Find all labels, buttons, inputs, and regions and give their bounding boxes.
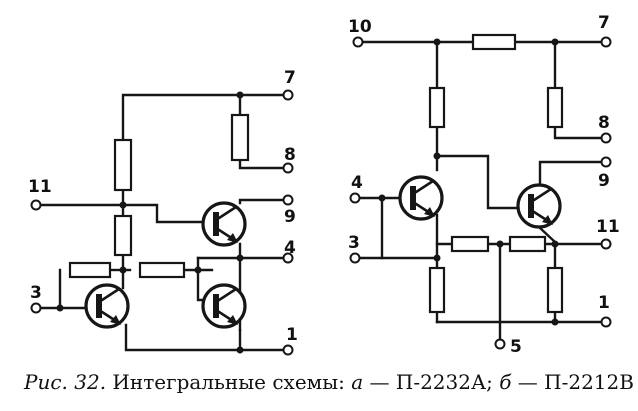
transistor-npn [400,177,442,219]
resistor [546,86,564,129]
pin-label: 11 [596,217,620,237]
terminal [494,338,506,350]
resistor [546,266,564,314]
caption-b-dash: — [511,370,545,394]
resistor [68,261,112,279]
resistor [113,214,133,257]
terminal [282,344,294,356]
terminal [30,302,42,314]
pin-label: 4 [284,238,296,258]
terminal [30,199,42,211]
caption-prefix: Рис. 32. [24,370,107,394]
terminal [600,238,612,250]
pin-label: 8 [598,113,610,133]
terminal [600,36,612,48]
transistor-npn [86,285,128,327]
pin-label: 1 [286,325,298,345]
terminal [352,36,364,48]
circuit-a-terminals [30,89,294,356]
caption-a-name: П-2232А; [395,370,500,394]
circuit-a-junctions [56,91,244,354]
pin-label: 5 [510,337,522,357]
terminal [282,89,294,101]
circuit-b-junctions [378,38,559,326]
pin-label: 9 [598,171,610,191]
caption-b-letter: б [499,370,512,394]
circuit-b-terminals [349,36,612,350]
resistor [428,86,446,129]
terminal [600,316,612,328]
pin-label: 8 [284,145,296,165]
circuit-a-pin-labels: 7 8 11 9 4 3 1 [28,68,298,345]
terminal [282,194,294,206]
caption-text: Интегральные схемы: [106,370,352,394]
transistor-npn [518,185,560,227]
circuit-b-transistors [400,177,560,227]
caption-b-name: П-2212В [544,370,634,394]
transistor-npn [203,203,245,245]
resistor [471,33,517,51]
pin-label: 3 [30,283,42,303]
pin-label: 11 [28,177,52,197]
resistor [138,261,186,279]
terminal [349,192,361,204]
pin-label: 3 [348,233,360,253]
terminal [600,156,612,168]
terminal [282,162,294,174]
resistor [113,138,133,192]
transistor-npn [203,285,245,327]
circuit-a: 7 8 11 9 4 3 1 [28,68,298,356]
circuit-b: 10 7 8 9 4 3 11 1 5 [348,13,620,357]
caption-a-letter: а [351,370,364,394]
caption-a-dash: — [363,370,396,394]
resistor [428,266,446,314]
pin-label: 4 [351,173,363,193]
pin-label: 1 [598,293,610,313]
figure-caption: Рис. 32. Интегральные схемы: а — П-2232А… [24,370,634,394]
pin-label: 7 [284,68,296,88]
circuit-a-resistors [68,113,250,279]
circuit-b-wires [357,40,604,342]
pin-label: 7 [598,13,610,33]
resistor [450,235,490,253]
terminal [600,132,612,144]
circuit-b-resistors [428,33,564,314]
circuit-b-pin-labels: 10 7 8 9 4 3 11 1 5 [348,13,620,357]
terminal [282,252,294,264]
pin-label: 9 [284,207,296,227]
terminal [349,252,361,264]
resistor [230,113,250,162]
resistor [508,235,547,253]
pin-label: 10 [348,17,372,37]
